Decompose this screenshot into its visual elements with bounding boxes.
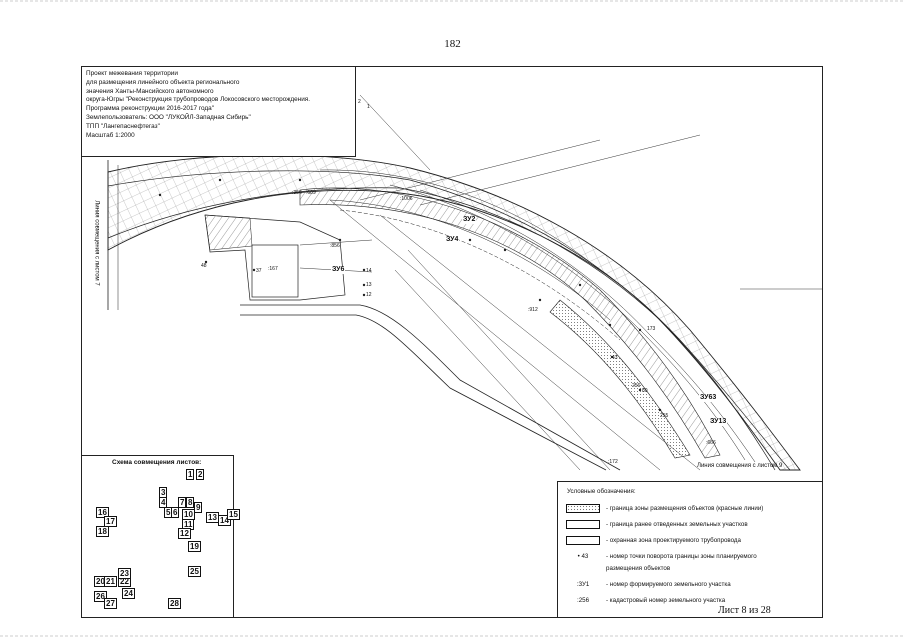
point-number: 80 bbox=[642, 388, 648, 394]
plot-label-zu4: ЗУ4 bbox=[445, 236, 460, 244]
turn-point-symbol: • 43 bbox=[577, 552, 589, 560]
sheet-tile: 23 bbox=[118, 568, 131, 579]
point-number: 255 bbox=[660, 413, 669, 419]
legend-item-text: - граница ранее отведенных земельных уча… bbox=[606, 520, 748, 528]
title-line: Землепользователь: ООО "ЛУКОЙЛ-Западная … bbox=[86, 113, 251, 121]
sheet-tile: 21 bbox=[104, 576, 117, 587]
title-block: Проект межевания территории для размещен… bbox=[82, 67, 356, 157]
sheet-tile: 1 bbox=[186, 469, 195, 480]
sheet-tile: 28 bbox=[168, 598, 181, 609]
cadastral-label: :167 bbox=[268, 266, 278, 272]
title-line: Программа реконструкции 2016-2017 года" bbox=[86, 105, 214, 113]
cadastral-label: :356 bbox=[292, 190, 302, 196]
legend-item-text: - граница зоны размещения объектов (крас… bbox=[606, 504, 764, 512]
sheet-tile: 27 bbox=[104, 598, 117, 609]
point-number: 173 bbox=[647, 326, 656, 332]
map-frame bbox=[81, 66, 823, 618]
page-number: 182 bbox=[444, 38, 461, 50]
point-number: 256 bbox=[632, 383, 641, 389]
legend: Условные обозначения: - граница зоны раз… bbox=[557, 481, 822, 617]
sheet-tile: 15 bbox=[227, 509, 240, 520]
title-line: для размещения линейного объекта региона… bbox=[86, 78, 240, 86]
sheet-tile: 14 bbox=[218, 515, 231, 526]
sheet-tile: 7 bbox=[178, 497, 187, 508]
point-number: 37 bbox=[256, 268, 262, 274]
cadastral-label: :172 bbox=[608, 459, 618, 465]
legend-item-text: - номер точки поворота границы зоны план… bbox=[606, 552, 757, 560]
legend-title: Условные обозначения: bbox=[567, 488, 636, 495]
sheet-tile: 16 bbox=[96, 507, 109, 518]
legend-item-text: размещения объектов bbox=[606, 564, 671, 572]
title-line: Проект межевания территории bbox=[86, 70, 178, 77]
sheet-tile: 17 bbox=[104, 516, 117, 527]
point-number: 2 bbox=[358, 99, 361, 105]
sheet-scheme: Схема совмещения листов: 1 2 3 4 5 6 7 8… bbox=[82, 455, 240, 617]
scale-line: Масштаб 1:2000 bbox=[86, 131, 135, 139]
legend-item-protection-zone: - охранная зона проектируемого трубопров… bbox=[566, 534, 741, 546]
point-number: 43 bbox=[612, 355, 618, 361]
sheet-tile: 13 bbox=[206, 512, 219, 523]
legend-item-cadastral: :256 - кадастровый номер земельного учас… bbox=[566, 594, 725, 606]
legend-item-text: - охранная зона проектируемого трубопров… bbox=[606, 536, 741, 544]
plot-label-zu63: ЗУ63 bbox=[699, 394, 718, 402]
legend-item-text: - номер формируемого земельного участка bbox=[606, 580, 731, 588]
dotted-swatch-icon bbox=[566, 503, 600, 513]
title-line: округа-Югры "Реконструкция трубопроводов… bbox=[86, 96, 311, 104]
cadastral-label: :666 bbox=[706, 440, 716, 446]
sheet-tile: 19 bbox=[188, 541, 201, 552]
match-line-caption-sheet-7: Линия совмещения с листом 7 bbox=[93, 200, 100, 286]
sheet-tile: 18 bbox=[96, 526, 109, 537]
cadastral-symbol: :256 bbox=[576, 596, 590, 604]
outline-swatch-icon bbox=[566, 535, 600, 545]
cadastral-label: :856 bbox=[330, 243, 340, 249]
cadastral-label: :912 bbox=[528, 307, 538, 313]
sheet-tile: 25 bbox=[188, 566, 201, 577]
point-number: 12 bbox=[366, 292, 372, 298]
sheet-tile: 24 bbox=[122, 588, 135, 599]
legend-item-red-lines: - граница зоны размещения объектов (крас… bbox=[566, 502, 763, 514]
new-plot-symbol: :ЗУ1 bbox=[576, 580, 590, 588]
cadastral-label: :689 bbox=[306, 190, 316, 196]
plot-label-zu13: ЗУ13 bbox=[709, 418, 728, 426]
point-number: 14 bbox=[366, 268, 372, 274]
title-line: ТПП "Лангепаснефтегаз" bbox=[86, 122, 160, 130]
point-number: 1 bbox=[367, 104, 370, 110]
title-line: значения Ханты-Мансийского автономного bbox=[86, 87, 214, 95]
sheet-tile: 8 bbox=[186, 497, 195, 508]
match-line-caption-sheet-9: Линия совмещения с листом 9 bbox=[697, 463, 783, 469]
sheet-tile: 4 bbox=[159, 497, 168, 508]
sheet-tile: 9 bbox=[194, 502, 203, 513]
plot-label-zu6: ЗУ6 bbox=[331, 266, 346, 274]
plot-label-zu2: ЗУ2 bbox=[462, 216, 477, 224]
point-number: 13 bbox=[366, 282, 372, 288]
point-number: 48 bbox=[201, 263, 207, 269]
sheet-tile: 26 bbox=[94, 591, 107, 602]
legend-item-new-plot: :ЗУ1 - номер формируемого земельного уча… bbox=[566, 578, 731, 590]
sheet-tile: 12 bbox=[178, 528, 191, 539]
legend-item-turn-point: • 43 - номер точки поворота границы зоны… bbox=[566, 550, 757, 562]
sheet-label: Лист 8 из 28 bbox=[716, 605, 773, 616]
legend-item-text: - кадастровый номер земельного участка bbox=[606, 596, 726, 604]
sheet-tile: 6 bbox=[171, 507, 180, 518]
outline-swatch-icon bbox=[566, 519, 600, 529]
cadastral-label: :1006 bbox=[400, 196, 413, 202]
legend-item-continuation: размещения объектов bbox=[566, 562, 670, 574]
sheet-scheme-title: Схема совмещения листов: bbox=[112, 459, 202, 466]
legend-item-previous-plots: - граница ранее отведенных земельных уча… bbox=[566, 518, 748, 530]
sheet-tile: 2 bbox=[196, 469, 205, 480]
